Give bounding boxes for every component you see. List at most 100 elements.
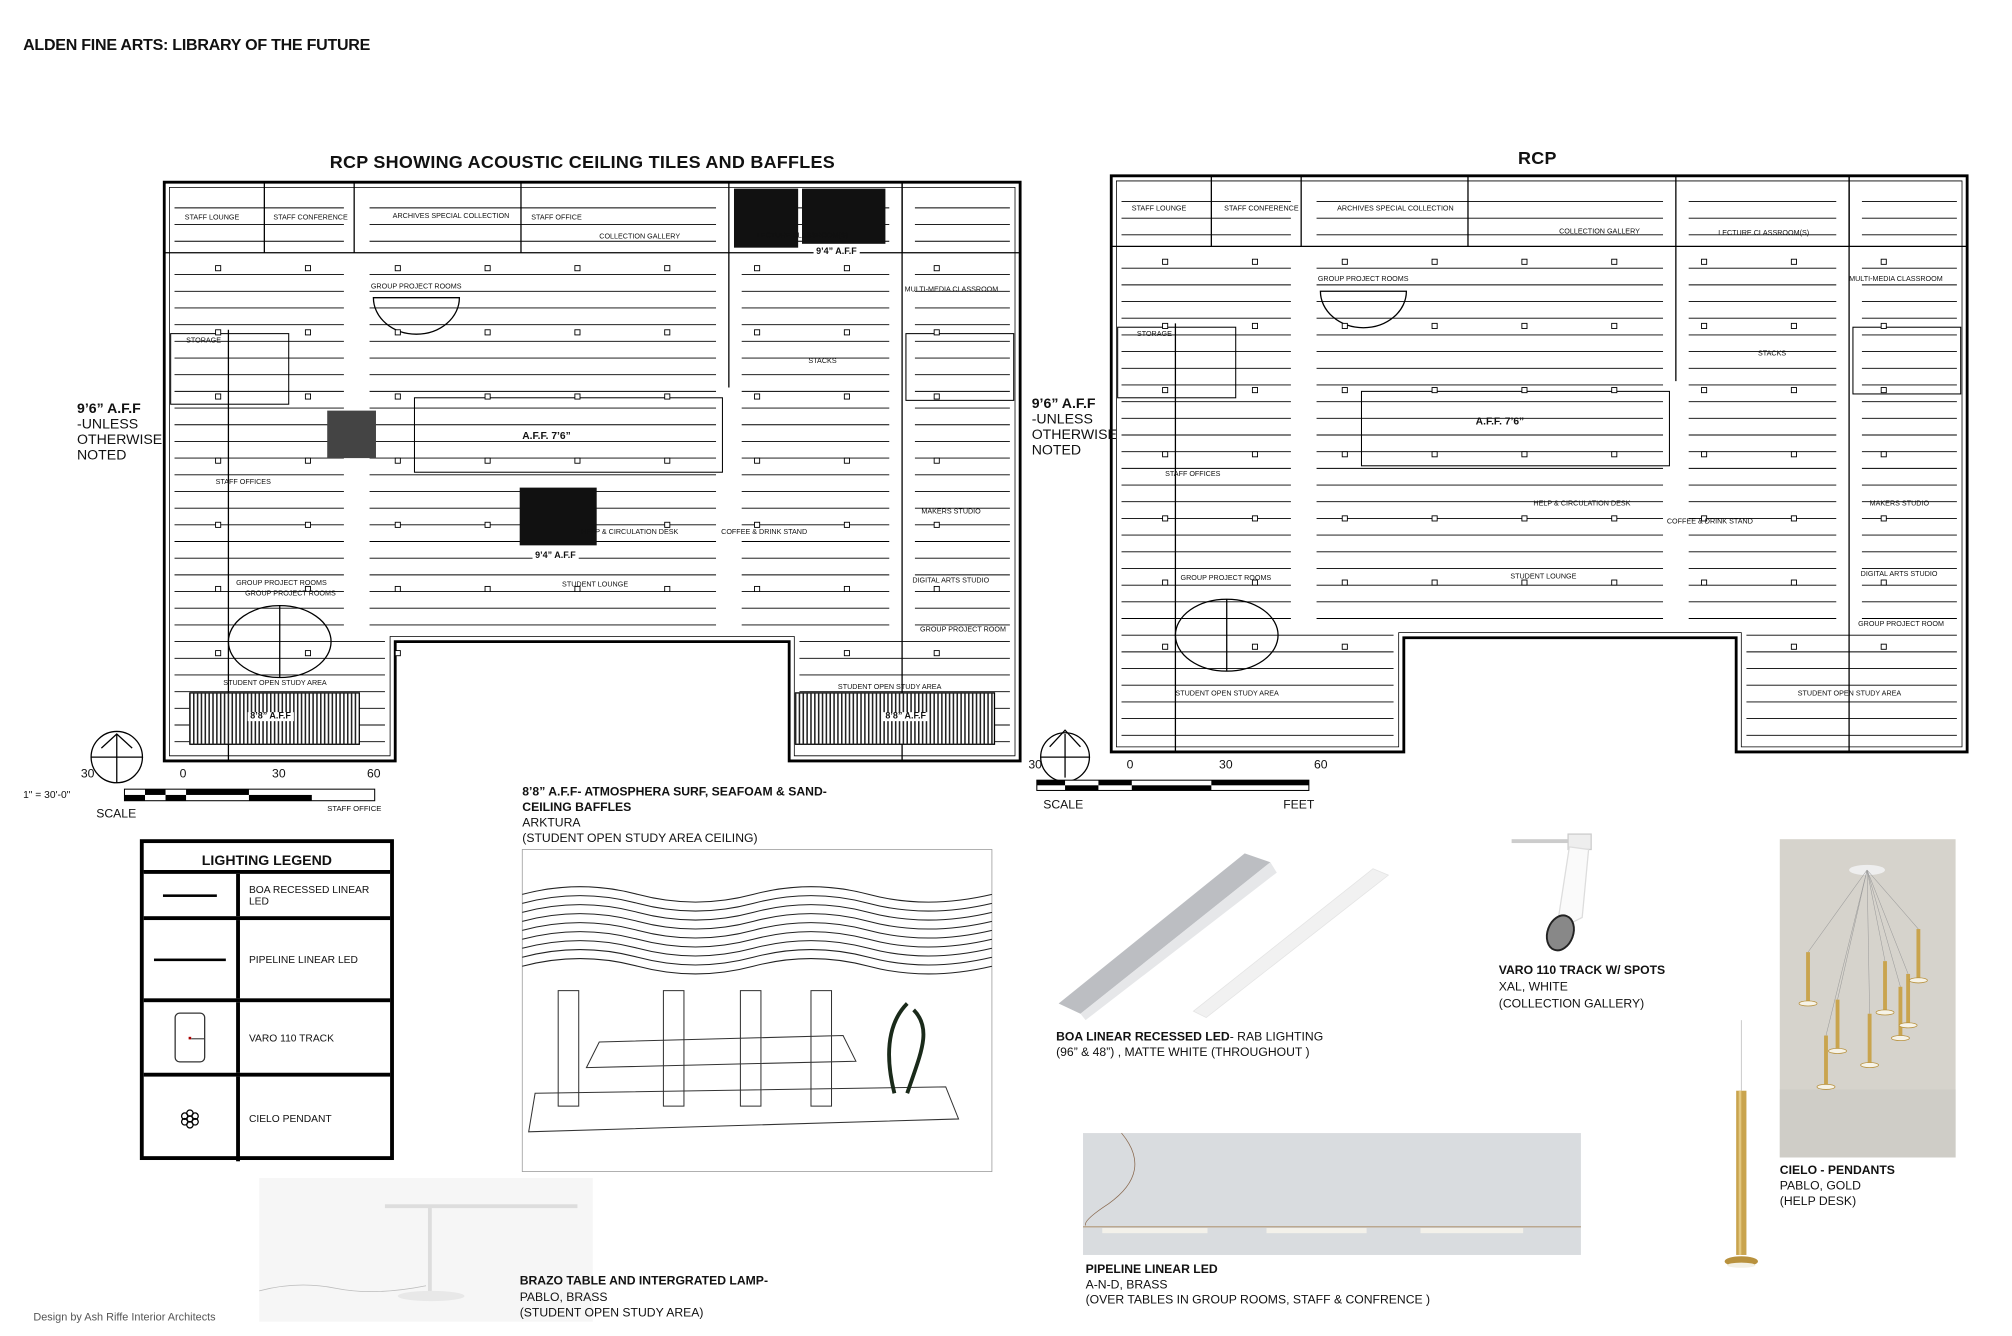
light-fixture xyxy=(1521,387,1528,394)
light-fixture xyxy=(664,393,671,400)
light-fixture xyxy=(1790,579,1797,586)
room-label: STAFF LOUNGE xyxy=(184,214,240,222)
light-fixture xyxy=(1701,579,1708,586)
scale-ratio: 1" = 30'-0" xyxy=(23,789,71,801)
light-fixture xyxy=(1701,322,1708,329)
room-outline xyxy=(413,397,723,473)
baffle-wave xyxy=(522,949,993,966)
light-fixture xyxy=(1431,387,1438,394)
board-title: ALDEN FINE ARTS: LIBRARY OF THE FUTURE xyxy=(23,35,371,54)
light-fixture xyxy=(1431,258,1438,265)
light-fixture xyxy=(574,393,581,400)
cielo-location: (HELP DESK) xyxy=(1779,1194,1857,1209)
light-fixture xyxy=(1251,258,1258,265)
light-fixture xyxy=(1162,579,1169,586)
acoustic-baffle-zone xyxy=(802,188,886,244)
scale-tick: 0 xyxy=(179,767,187,782)
room-label: MAKERS STUDIO xyxy=(921,508,981,516)
window xyxy=(810,990,833,1107)
room-label: 9’4” A.F.F xyxy=(813,247,860,257)
table xyxy=(585,1035,857,1069)
light-fixture xyxy=(754,265,761,272)
cable xyxy=(1825,869,1868,1036)
cielo-pendants-image xyxy=(1779,839,1956,1158)
light-fixture xyxy=(394,457,401,464)
light-fixture xyxy=(1341,322,1348,329)
interior-wall-line xyxy=(1115,180,1963,748)
boa-title: BOA LINEAR RECESSED LED- RAB LIGHTING xyxy=(1056,1030,1323,1045)
light-fixture xyxy=(1880,579,1887,586)
light-fixture xyxy=(1880,258,1887,265)
scale-tick: 60 xyxy=(1313,758,1328,773)
legend-title: LIGHTING LEGEND xyxy=(143,843,391,873)
pendant-disc xyxy=(1891,1035,1910,1042)
legend-row: PIPELINE LINEAR LED xyxy=(143,916,391,999)
designer-credit: Design by Ash Riffe Interior Architects xyxy=(33,1310,216,1323)
light-fixture xyxy=(1611,258,1618,265)
legend-label: PIPELINE LINEAR LED xyxy=(248,953,358,965)
pendant-rod xyxy=(1916,929,1921,981)
light-fixture xyxy=(1251,643,1258,650)
scale-tick: 30 xyxy=(1029,758,1042,773)
light-fixture xyxy=(1431,451,1438,458)
exterior-wall xyxy=(1109,174,1969,754)
room-label: STUDENT OPEN STUDY AREA xyxy=(223,680,327,688)
room-label: STAFF LOUNGE xyxy=(1131,205,1187,214)
light-fixture xyxy=(933,329,940,336)
pipeline-location: (OVER TABLES IN GROUP ROOMS, STAFF & CON… xyxy=(1085,1293,1431,1308)
cielo-title: CIELO - PENDANTS xyxy=(1779,1163,1895,1178)
light-fixture xyxy=(1162,258,1169,265)
scale-tick: 60 xyxy=(366,767,381,782)
room-label: STORAGE xyxy=(186,337,222,346)
light-fixture xyxy=(574,265,581,272)
room-outline xyxy=(905,333,1015,401)
note-line: NOTED xyxy=(76,447,127,464)
note-line: -UNLESS xyxy=(76,417,139,433)
curved-room xyxy=(372,297,461,335)
light-fixture xyxy=(933,650,940,657)
north-arrow-icon xyxy=(90,730,144,784)
light-fixture xyxy=(843,329,850,336)
light-fixture xyxy=(484,521,491,528)
note-line: -UNLESS xyxy=(1031,411,1093,428)
light-fixture xyxy=(1251,322,1258,329)
boa-spec: (96” & 48”) , MATTE WHITE (THROUGHOUT ) xyxy=(1056,1045,1310,1060)
cable xyxy=(1866,870,1870,1014)
light-fixture xyxy=(215,329,222,336)
room-label: STAFF CONFERENCE xyxy=(273,214,348,222)
scale-label: SCALE xyxy=(96,807,137,822)
light-fixture xyxy=(1611,451,1618,458)
room-label: GROUP PROJECT ROOM xyxy=(1858,621,1944,629)
room-label: COFFEE & DRINK STAND xyxy=(721,528,808,537)
light-fixture xyxy=(1521,258,1528,265)
light-fixture xyxy=(1611,515,1618,522)
left-plan-title: RCP SHOWING ACOUSTIC CEILING TILES AND B… xyxy=(329,151,835,172)
light-fixture xyxy=(574,457,581,464)
acoustic-baffle-zone xyxy=(733,188,799,248)
room-label: STAFF OFFICE xyxy=(531,214,582,222)
room-label: MULTI-MEDIA CLASSROOM xyxy=(904,286,999,294)
legend-label: CIELO PENDANT xyxy=(248,1113,332,1125)
acoustic-baffle-zone xyxy=(519,487,597,546)
pipeline-linear-led-image xyxy=(1083,1132,1581,1255)
pendant-disc xyxy=(1798,1000,1818,1007)
light-fixture xyxy=(1521,322,1528,329)
legend-label: BOA RECESSED LINEAR LED xyxy=(248,883,370,907)
light-fixture xyxy=(215,650,222,657)
pendant-cluster-icon xyxy=(144,1076,240,1162)
room-label: HELP & CIRCULATION DESK xyxy=(1533,500,1631,509)
light-fixture xyxy=(754,393,761,400)
light-fixture xyxy=(1790,643,1797,650)
light-fixture xyxy=(933,457,940,464)
cable xyxy=(1807,869,1868,953)
light-fixture xyxy=(1162,515,1169,522)
light-fixture xyxy=(1431,322,1438,329)
light-fixture xyxy=(304,457,311,464)
light-fixture xyxy=(1880,387,1887,394)
light-fixture xyxy=(1611,579,1618,586)
light-fixture xyxy=(1521,579,1528,586)
room-label: GROUP PROJECT ROOMS xyxy=(1317,275,1409,284)
baffle-wave xyxy=(522,895,993,912)
light-fixture xyxy=(1521,451,1528,458)
room-label: STUDENT LOUNGE xyxy=(1510,573,1577,582)
